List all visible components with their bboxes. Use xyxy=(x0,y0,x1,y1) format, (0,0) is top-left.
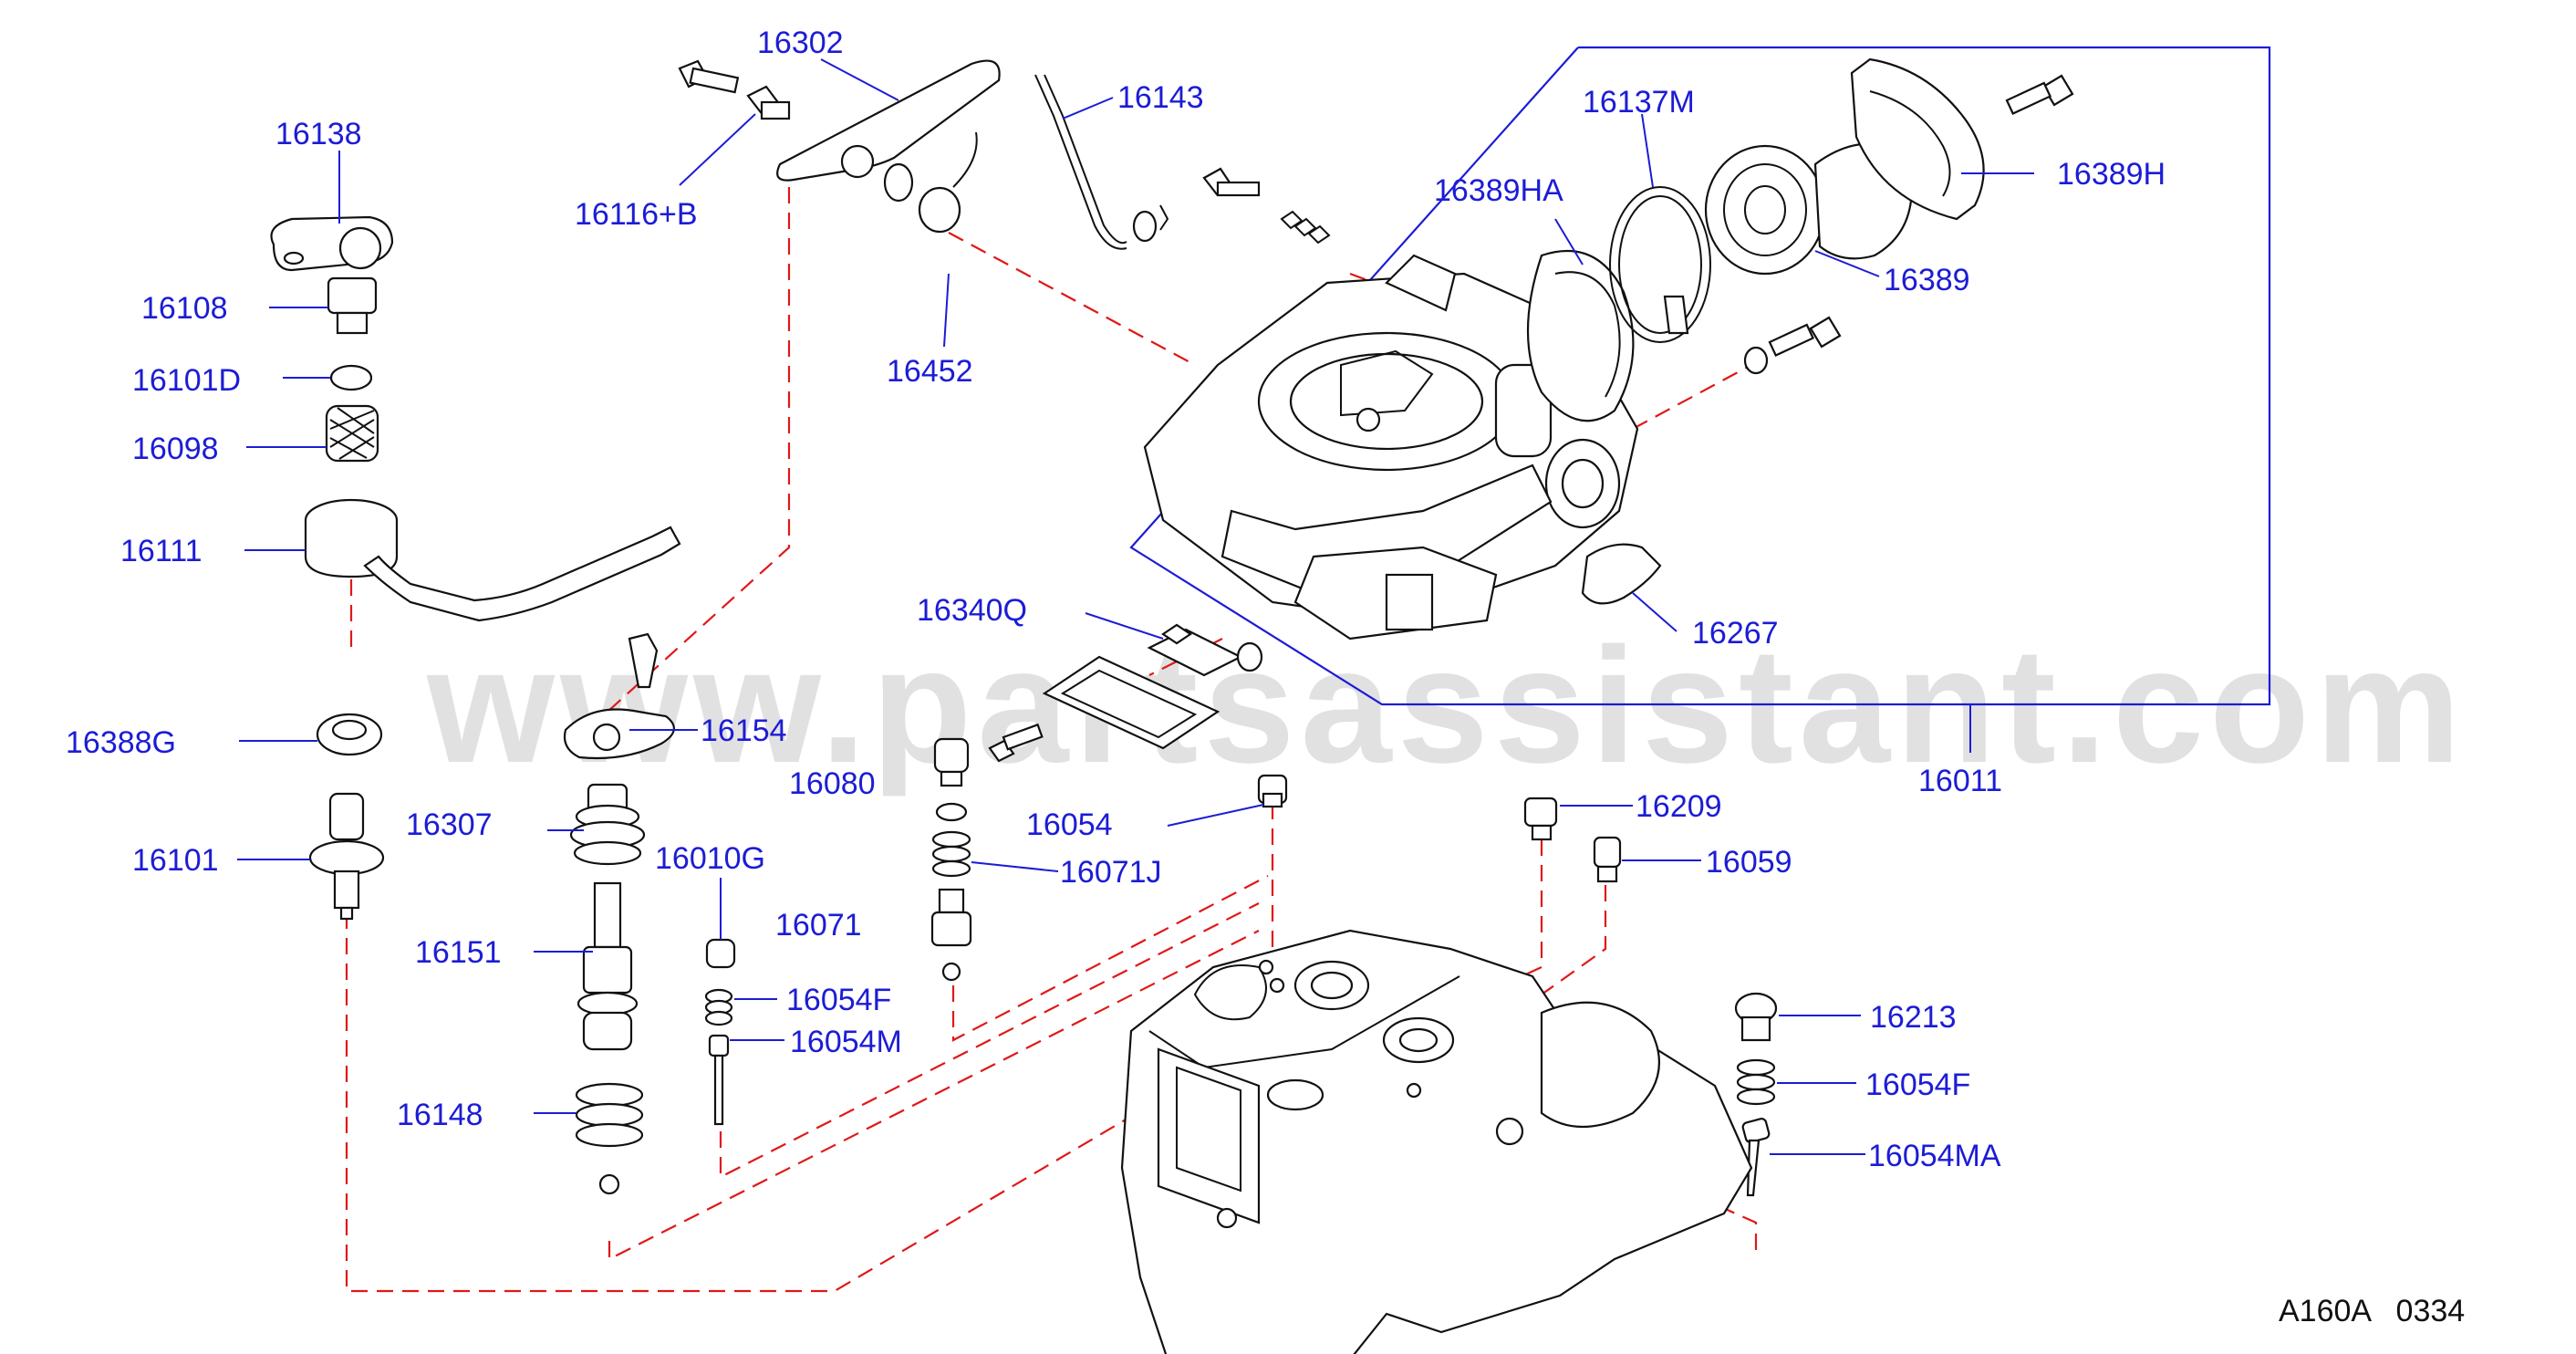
label-16209: 16209 xyxy=(1636,789,1722,824)
diagram-code: A160A 0334 xyxy=(2279,1294,2465,1328)
label-16054: 16054 xyxy=(1026,807,1113,842)
label-16154: 16154 xyxy=(701,713,787,748)
label-16267: 16267 xyxy=(1692,616,1779,651)
part-16054F-spring xyxy=(704,988,733,1026)
part-16137M-ring xyxy=(1609,186,1711,343)
label-16071: 16071 xyxy=(775,908,862,943)
label-16138: 16138 xyxy=(275,117,362,151)
part-labels: 16138 16108 16101D 16098 16111 16388G 16… xyxy=(66,26,2166,1173)
part-16010G-jet xyxy=(705,938,736,969)
label-16054F: 16054F xyxy=(786,983,891,1017)
part-16098-filter xyxy=(325,404,379,463)
label-16137M: 16137M xyxy=(1583,85,1695,120)
part-16111-inlet xyxy=(304,498,681,622)
label-16143: 16143 xyxy=(1117,80,1204,115)
label-16111: 16111 xyxy=(120,534,203,568)
part-carburetor-base xyxy=(1120,929,1753,1354)
part-16080-plug xyxy=(933,737,970,787)
label-16059: 16059 xyxy=(1706,845,1792,880)
label-16148: 16148 xyxy=(397,1098,483,1132)
part-16054M-needle xyxy=(708,1034,730,1126)
part-16209-jet xyxy=(1523,797,1558,841)
label-16307: 16307 xyxy=(406,807,493,842)
part-16138-plate xyxy=(270,215,394,272)
part-16389H-gasket xyxy=(1850,57,1985,221)
label-16080: 16080 xyxy=(789,766,876,801)
part-16213-screw xyxy=(1734,992,1778,1042)
label-16116B: 16116+B xyxy=(575,197,698,232)
part-16101D-washer xyxy=(329,364,373,391)
part-16154-gasket xyxy=(563,632,675,760)
label-16101: 16101 xyxy=(132,843,219,878)
label-16389HA: 16389HA xyxy=(1434,173,1563,208)
part-16108-bolt xyxy=(327,276,378,335)
part-16307-diaphragm xyxy=(569,783,646,866)
part-16389HA-gasket xyxy=(1526,249,1635,422)
part-16071-valve xyxy=(930,888,972,982)
part-16054-jet xyxy=(1257,774,1288,808)
part-16054F-spring-2 xyxy=(1736,1058,1776,1106)
label-16389H: 16389H xyxy=(2057,157,2166,192)
label-16108: 16108 xyxy=(141,291,228,326)
label-16054MA: 16054MA xyxy=(1868,1139,2001,1173)
label-16101D: 16101D xyxy=(132,363,241,398)
part-16388G-washer xyxy=(316,713,383,756)
label-16071J: 16071J xyxy=(1060,855,1162,890)
label-16011: 16011 xyxy=(1918,764,2002,798)
label-16054M: 16054M xyxy=(790,1025,902,1059)
label-16010G: 16010G xyxy=(655,841,765,876)
label-16054F-2: 16054F xyxy=(1865,1068,1970,1102)
label-16098: 16098 xyxy=(132,432,219,466)
part-gasket-screw xyxy=(988,723,1044,763)
label-16340Q: 16340Q xyxy=(917,593,1027,628)
part-16011-carburetor xyxy=(1143,254,1662,641)
part-16054MA-needle xyxy=(1741,1118,1771,1197)
label-16213: 16213 xyxy=(1870,1000,1957,1035)
part-16340Q-gaskets xyxy=(1042,623,1263,750)
part-choke-screws xyxy=(1743,74,2074,375)
part-16143-rod xyxy=(1034,74,1169,250)
watermark: www.partsassistant.com xyxy=(426,614,2467,797)
part-16302-lever xyxy=(776,59,1001,234)
part-16151-piston xyxy=(576,881,639,1051)
part-idle-screw xyxy=(1202,167,1331,245)
label-16151: 16151 xyxy=(415,935,502,970)
part-16080-washer xyxy=(935,802,968,822)
part-16148-spring xyxy=(575,1082,644,1195)
leader-lines xyxy=(237,58,2034,1155)
label-16302: 16302 xyxy=(757,26,844,60)
part-16071J-spring xyxy=(931,830,971,878)
label-16389: 16389 xyxy=(1884,263,1970,297)
part-16116B-bolts xyxy=(678,59,791,120)
label-16388G: 16388G xyxy=(66,725,176,760)
part-16059-jet xyxy=(1593,836,1622,883)
label-16452: 16452 xyxy=(887,354,973,389)
part-16101-valve xyxy=(308,792,385,921)
